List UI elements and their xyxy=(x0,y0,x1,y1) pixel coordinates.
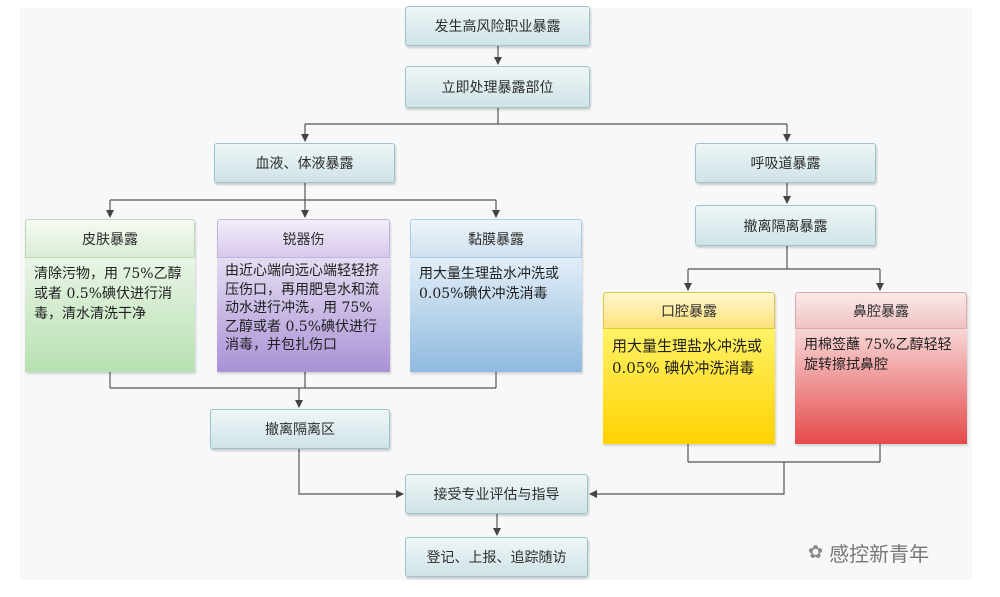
oral-body: 用大量生理盐水冲洗或 0.05% 碘伏冲洗消毒 xyxy=(603,329,775,444)
skin-body: 清除污物，用 75%乙醇或者 0.5%碘伏进行消毒，清水清洗干净 xyxy=(25,258,195,372)
resp-evac-node: 撤离隔离暴露 xyxy=(695,205,876,246)
nasal-body: 用棉签蘸 75%乙醇轻轻旋转擦拭鼻腔 xyxy=(795,329,967,444)
edge-resp-merge xyxy=(590,444,881,494)
watermark: ✿ 感控新青年 xyxy=(808,538,929,567)
edge-evaczone-assess xyxy=(298,449,404,498)
wechat-icon: ✿ xyxy=(808,542,824,563)
mucosa-header: 黏膜暴露 xyxy=(410,219,582,258)
edge-evac-split xyxy=(688,246,880,270)
watermark-text: 感控新青年 xyxy=(829,542,930,566)
mucosa-body: 用大量生理盐水冲洗或 0.05%碘伏冲洗消毒 xyxy=(410,258,582,372)
sharp-header: 锐器伤 xyxy=(217,219,390,258)
resp-exposure-node: 呼吸道暴露 xyxy=(695,143,876,183)
nasal-header: 鼻腔暴露 xyxy=(795,292,967,329)
evac-zone-node: 撤离隔离区 xyxy=(210,409,390,449)
edge-treat-split xyxy=(305,108,787,125)
edge-group-merge xyxy=(109,372,497,389)
assess-node: 接受专业评估与指导 xyxy=(405,474,588,514)
start-node: 发生高风险职业暴露 xyxy=(405,6,590,46)
blood-exposure-node: 血液、体液暴露 xyxy=(214,143,395,183)
skin-header: 皮肤暴露 xyxy=(25,219,195,258)
record-node: 登记、上报、追踪随访 xyxy=(405,537,588,577)
sharp-body: 由近心端向远心端轻轻挤压伤口，再用肥皂水和流动水进行冲洗，用 75%乙醇或者 0… xyxy=(217,258,390,372)
treat-site-node: 立即处理暴露部位 xyxy=(405,66,590,108)
oral-header: 口腔暴露 xyxy=(603,292,775,329)
edge-blood-split xyxy=(110,183,496,201)
